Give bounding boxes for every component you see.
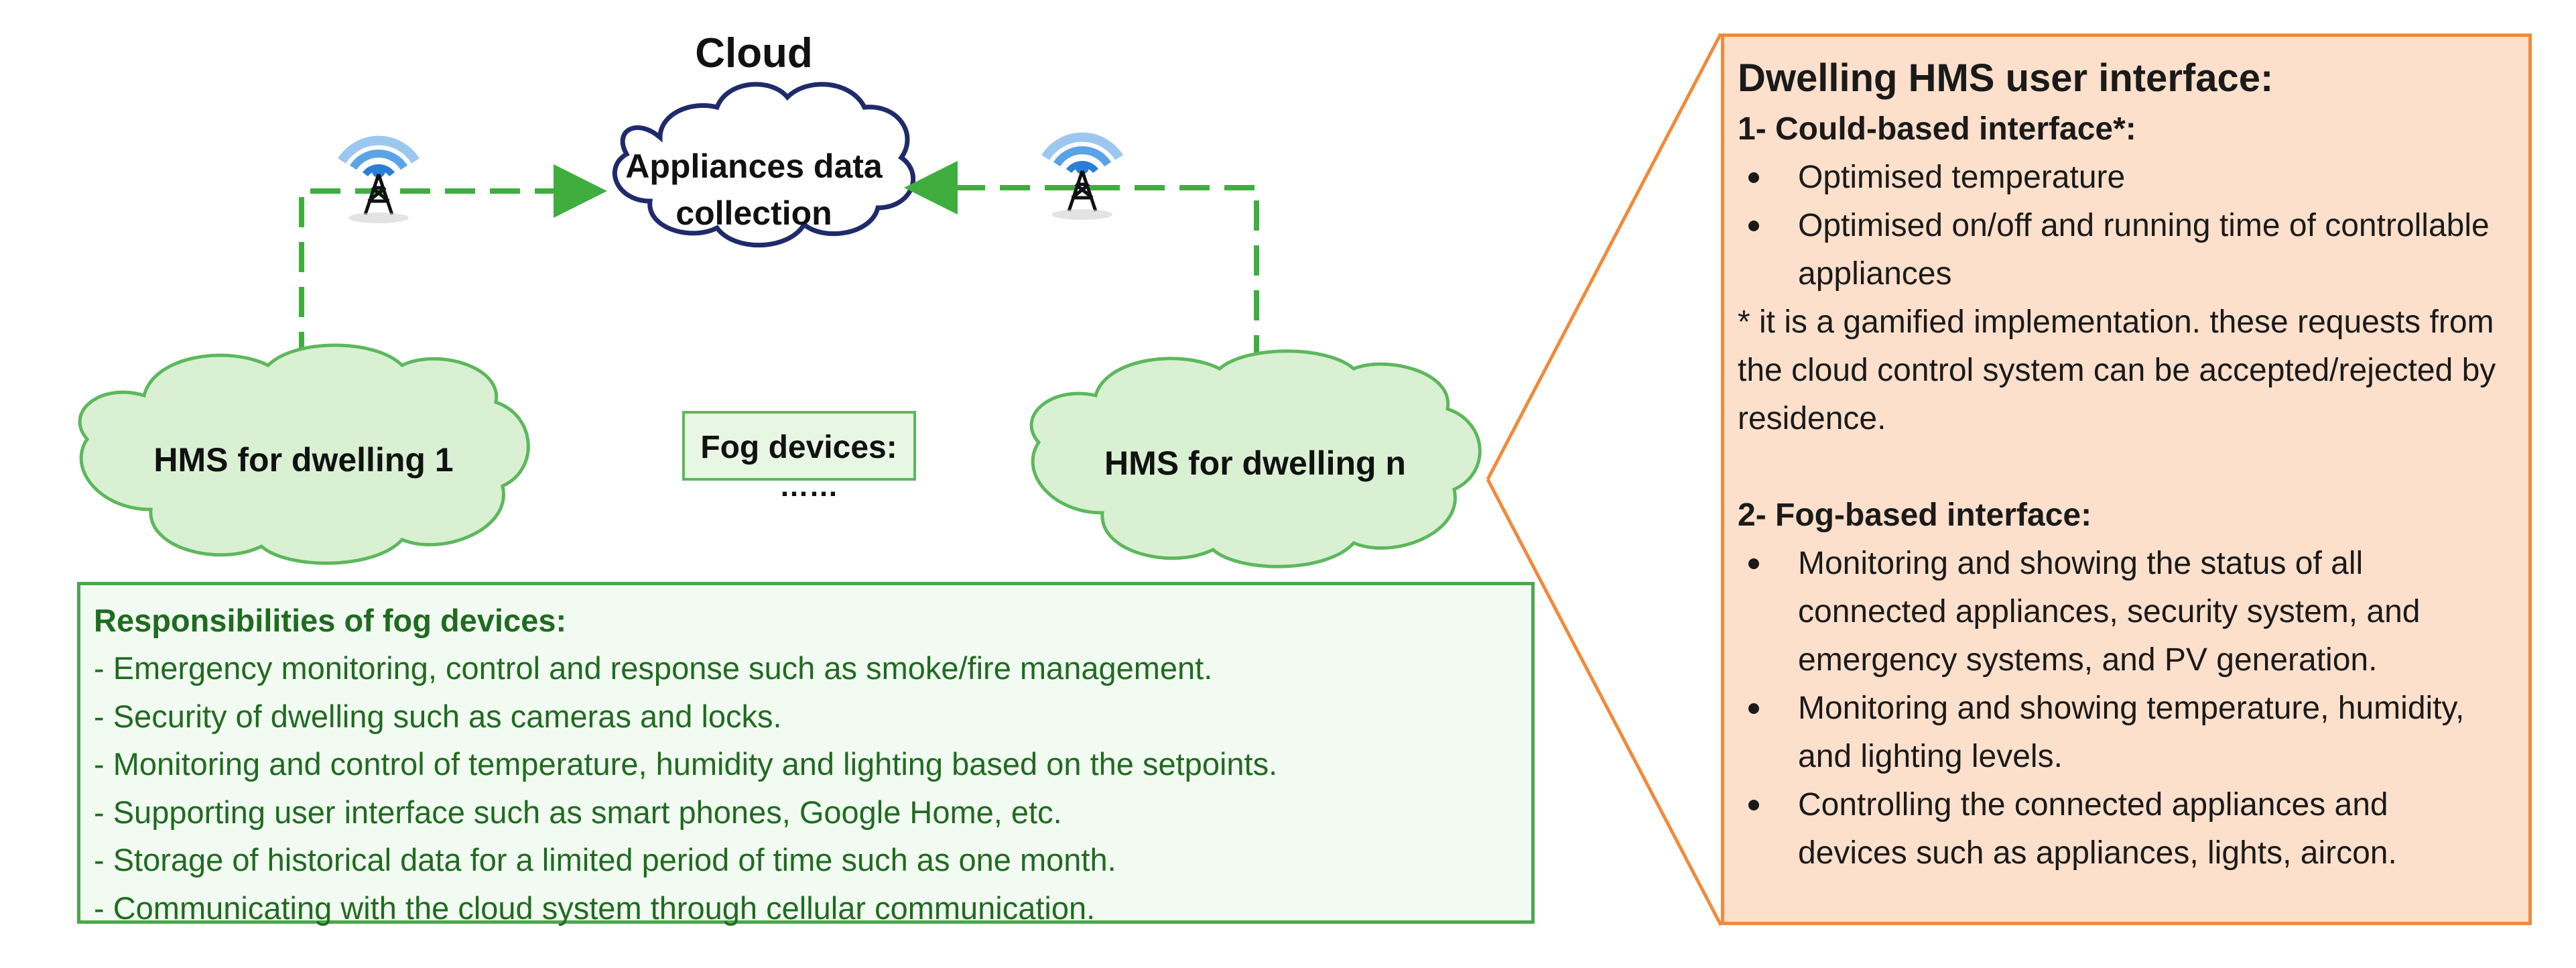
fog-devices-label: Fog devices: — [700, 430, 897, 465]
list-item: Optimised on/off and running time of con… — [1738, 202, 2495, 298]
fog-interface-heading: 2- Fog-based interface: — [1738, 497, 2092, 533]
hms-user-interface-panel: Dwelling HMS user interface: 1- Could-ba… — [1721, 34, 2532, 925]
responsibility-item: - Security of dwelling such as cameras a… — [94, 698, 782, 734]
link-dwelling-1-to-cloud — [299, 164, 607, 362]
dwelling-1-label: HMS for dwelling 1 — [153, 441, 453, 479]
responsibility-item: - Monitoring and control of temperature,… — [94, 746, 1278, 782]
callout-line-bottom — [1486, 478, 1723, 926]
list-item: Controlling the connected appliances and… — [1738, 781, 2495, 878]
fog-responsibilities-panel: Responsibilities of fog devices: - Emerg… — [77, 582, 1535, 926]
list-item: Monitoring and showing temperature, humi… — [1738, 684, 2495, 781]
cell-tower-icon — [1041, 132, 1123, 220]
central-cloud-label-line1: Appliances data — [625, 147, 883, 185]
central-cloud-label-line2: collection — [675, 194, 832, 232]
bullet-icon — [1748, 558, 1759, 569]
cloud-interface-list: Optimised temperature Optimised on/off a… — [1738, 154, 2528, 298]
responsibility-item: - Storage of historical data for a limit… — [94, 842, 1116, 878]
fog-devices-label-box: Fog devices: …… — [682, 411, 916, 503]
dwelling-1-cloud: HMS for dwelling 1 — [78, 343, 530, 565]
link-dwelling-n-to-cloud — [904, 161, 1259, 365]
list-item-text: Monitoring and showing temperature, humi… — [1798, 690, 2465, 774]
fog-responsibilities-title: Responsibilities of fog devices: — [94, 603, 567, 638]
list-item-text: Optimised temperature — [1798, 160, 2126, 195]
list-item-text: Optimised on/off and running time of con… — [1798, 208, 2490, 292]
list-item: Monitoring and showing the status of all… — [1738, 540, 2495, 684]
bullet-icon — [1748, 703, 1759, 714]
fog-devices-ellipsis: …… — [779, 470, 838, 503]
cloud-title: Cloud — [695, 30, 813, 76]
bullet-icon — [1748, 800, 1759, 810]
dwelling-n-label: HMS for dwelling n — [1104, 444, 1406, 482]
list-item: Optimised temperature — [1738, 154, 2495, 202]
dwelling-n-cloud: HMS for dwelling n — [1029, 349, 1482, 568]
responsibility-item: - Emergency monitoring, control and resp… — [94, 650, 1213, 686]
bullet-icon — [1748, 172, 1759, 183]
fog-interface-list: Monitoring and showing the status of all… — [1738, 540, 2528, 878]
callout-line-top — [1486, 32, 1723, 481]
list-item-text: Monitoring and showing the status of all… — [1798, 546, 2421, 678]
central-cloud: Appliances data collection — [613, 82, 915, 248]
hms-ui-title: Dwelling HMS user interface: — [1738, 56, 2274, 100]
cell-tower-icon — [338, 135, 420, 223]
responsibility-item: - Communicating with the cloud system th… — [94, 890, 1096, 926]
bullet-icon — [1748, 221, 1759, 231]
cloud-interface-heading: 1- Could-based interface*: — [1738, 111, 2136, 147]
list-item-text: Controlling the connected appliances and… — [1798, 787, 2397, 871]
responsibility-item: - Supporting user interface such as smar… — [94, 794, 1062, 830]
gamified-note: * it is a gamified implementation. these… — [1738, 304, 2496, 436]
